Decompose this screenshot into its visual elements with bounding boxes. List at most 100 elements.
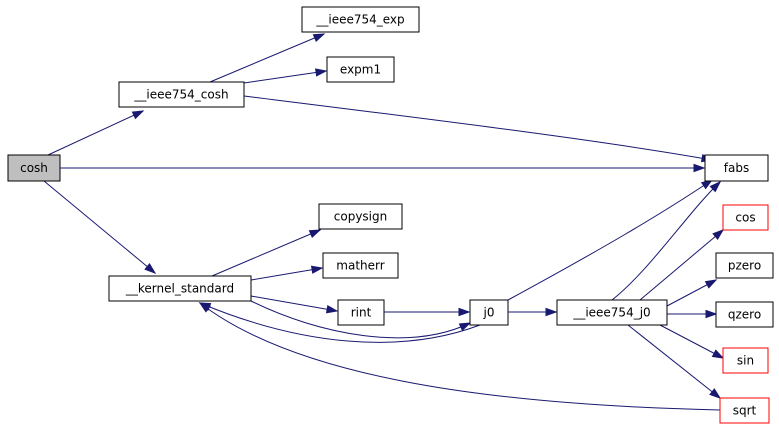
node-box[interactable] [556,299,668,326]
edge-arrowhead [315,68,328,77]
nodes-layer: cosh __ieee754_cosh __ieee754_exp expm1 fabs… [7,6,774,424]
edge-line [199,302,481,343]
edge-arrowhead [308,229,322,238]
node-box[interactable] [704,154,769,182]
node-matherr[interactable]: matherr [322,252,399,279]
node-label: sin [737,354,754,368]
node-label: expm1 [340,63,381,77]
node-box[interactable] [722,204,769,231]
edge-arrowhead [709,388,722,399]
node-label: copysign [334,210,387,224]
edge-kernel-standard-to-copysign [211,229,322,277]
edge-line [211,229,321,277]
node-label: fabs [724,161,749,175]
edge-sqrt-to-kernel-standard [198,302,721,411]
node-box[interactable] [301,6,420,33]
edge-j0-to-fabs [507,179,714,301]
node-ieee754-j0[interactable]: __ieee754_j0 [556,299,668,326]
edge-line [639,229,724,301]
edge-line [43,180,156,274]
node-box[interactable] [337,299,385,326]
edge-cosh-to-fabs [60,163,706,173]
node-label: matherr [336,259,384,273]
edge-ieee754-j0-to-fabs [611,180,722,301]
edge-line [627,324,721,399]
edge-kernel-standard-to-j0 [250,300,472,339]
edge-ieee754-j0-to-qzero [667,309,718,319]
edge-cosh-to-ieee754-cosh [47,110,145,156]
edge-ieee754-j0-to-sin [659,324,725,359]
edge-line [659,324,724,359]
edge-line [47,110,144,156]
node-copysign[interactable]: copysign [318,203,403,230]
node-box[interactable] [318,203,403,230]
node-ieee754-cosh[interactable]: __ieee754_cosh [118,81,245,108]
node-label: rint [351,306,372,320]
node-box[interactable] [108,275,252,302]
node-label: __ieee754_j0 [572,306,650,320]
node-sqrt[interactable]: sqrt [719,397,770,424]
node-qzero[interactable]: qzero [715,301,774,328]
node-label: cosh [20,161,48,175]
node-pzero[interactable]: pzero [715,252,774,279]
node-label: j0 [483,306,495,320]
edge-line [243,70,327,84]
edge-line [250,300,471,339]
node-box[interactable] [322,252,399,279]
node-box[interactable] [715,301,774,328]
edge-arrowhead [545,307,558,317]
edge-line [199,302,721,411]
node-cos[interactable]: cos [722,204,769,231]
node-box[interactable] [326,56,395,83]
node-box[interactable] [7,154,61,182]
edge-ieee754-cosh-to-ieee754-exp [209,33,326,83]
edge-line [507,179,713,301]
edge-arrowhead [310,265,324,274]
edge-arrowhead [693,163,706,173]
node-box[interactable] [118,81,245,108]
edge-arrowhead [704,279,718,289]
edge-arrowhead [312,33,326,42]
edge-kernel-standard-to-rint [250,295,339,314]
edge-kernel-standard-to-matherr [250,265,324,281]
node-label: cos [735,211,755,225]
node-label: __ieee754_exp [315,13,404,27]
node-box[interactable] [715,252,774,279]
edge-arrowhead [709,180,722,193]
node-kernel-standard[interactable]: __kernel_standard [108,275,252,302]
node-label: pzero [728,259,761,273]
edge-ieee754-j0-to-sqrt [627,324,722,399]
edge-arrowhead [711,349,725,359]
edge-ieee754-cosh-to-expm1 [243,68,328,84]
node-ieee754-exp[interactable]: __ieee754_exp [301,6,420,33]
edge-j0-to-ieee754-j0 [508,307,558,317]
node-rint[interactable]: rint [337,299,385,326]
edge-rint-to-j0 [384,307,471,317]
edge-ieee754-cosh-to-fabs [243,95,714,163]
edge-line [250,295,338,312]
node-fabs[interactable]: fabs [704,154,769,182]
edge-line [243,95,713,161]
node-expm1[interactable]: expm1 [326,56,395,83]
edge-ieee754-j0-to-pzero [666,279,718,307]
edge-cosh-to-kernel-standard [43,180,157,274]
node-cosh[interactable]: cosh [7,154,61,182]
edge-arrowhead [458,307,471,317]
node-box[interactable] [719,397,770,424]
edge-arrowhead [712,229,725,240]
edge-arrowhead [131,110,145,120]
edge-arrowhead [705,309,718,319]
node-label: sqrt [733,404,757,418]
edge-arrowhead [458,322,472,332]
edge-arrowhead [198,302,211,313]
edge-line [611,181,721,301]
edge-line [250,267,323,281]
node-box[interactable] [722,347,769,374]
edge-arrowhead [144,263,157,274]
edges-layer [43,33,725,411]
node-j0[interactable]: j0 [469,299,509,326]
edge-ieee754-j0-to-cos [639,229,725,301]
node-box[interactable] [469,299,509,326]
node-sin[interactable]: sin [722,347,769,374]
